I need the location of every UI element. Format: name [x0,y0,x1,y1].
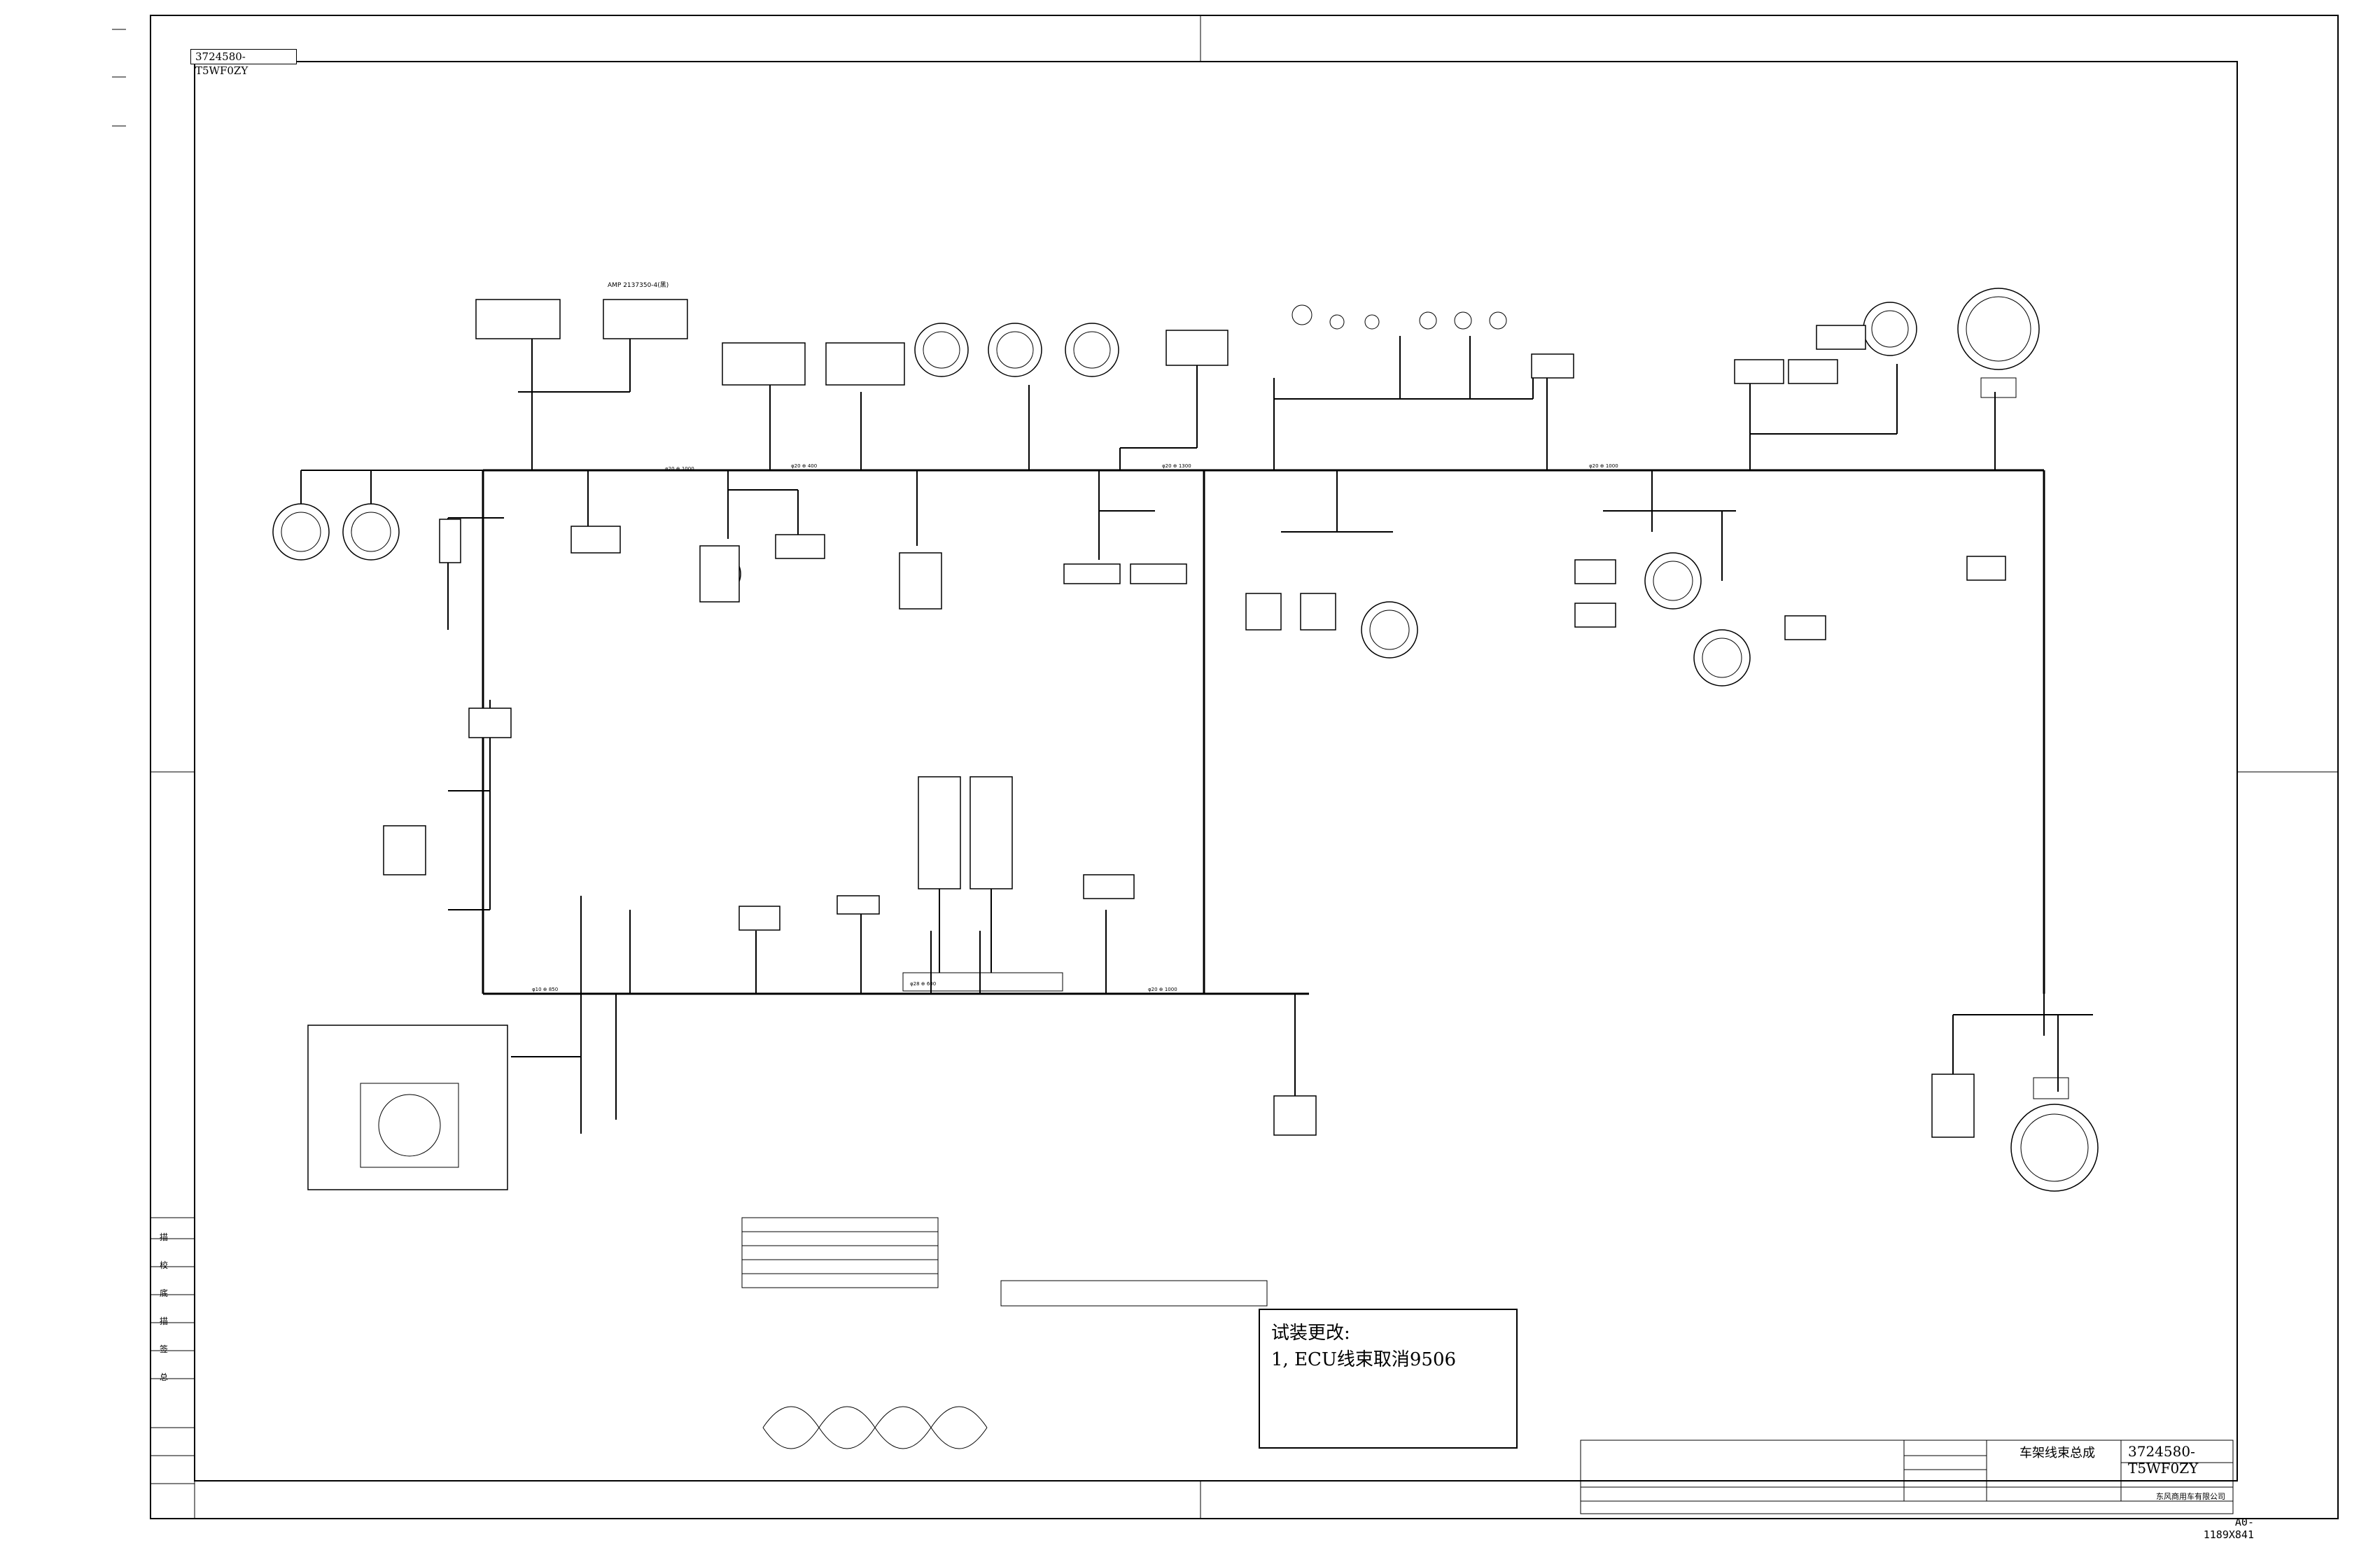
connector-box-9 [1816,325,1866,350]
connector-box-21 [468,708,512,738]
svg-text:φ28 ⊕ 600: φ28 ⊕ 600 [910,981,936,987]
connector-box-1 [475,299,561,339]
inner-frame [194,61,2238,1482]
revision-label: 底 [160,1288,169,1298]
connector-box-10 [570,526,621,554]
amp-connector-label: AMP 2137350-4(黑) [608,281,668,289]
title-block-name: 车架线束总成 [2019,1446,2095,1461]
connector-box-22 [383,825,426,875]
note-heading: 试装更改: [1271,1323,1350,1344]
rect-connectors [383,299,2006,1138]
round-connector-4 [988,323,1042,377]
connector-box-26 [1273,1095,1317,1136]
revision-labels: 描 校 底 描 签 总 [160,1223,188,1391]
ecu-connectors [902,776,1063,992]
connector-box-15 [1245,593,1282,631]
connector-box-4 [825,342,905,386]
title-block-company: 东风商用车有限公司 [2156,1492,2225,1501]
connector-box-29 [699,545,740,603]
svg-text:φ20 ⊕ 1000: φ20 ⊕ 1000 [1589,463,1618,469]
outer-frame [150,15,2339,1519]
top-branches [518,329,1996,470]
corner-marks [112,15,231,127]
connector-box-6 [1531,353,1574,379]
notes-area [741,1217,1268,1449]
revision-label: 描 [160,1232,169,1242]
round-connector-10 [1957,288,2040,398]
connector-box-7 [1734,359,1784,384]
note-item: 1, ECU线束取消9506 [1271,1349,1457,1370]
revision-label: 描 [160,1316,169,1326]
connector-box-17 [1574,559,1616,584]
revision-label: 签 [160,1344,169,1354]
connector-box-25 [1083,874,1135,899]
connector-box-28 [439,519,461,563]
round-connector-5 [1065,323,1119,377]
ecu-connector-2 [969,776,1013,889]
connector-box-23 [738,906,780,931]
connector-box-11 [775,534,825,559]
connector-box-3 [722,342,806,386]
lower-branches [300,470,1736,910]
connector-box-8 [1788,359,1838,384]
connector-box-20 [1966,556,2006,581]
connector-box-13 [1063,563,1121,584]
connector-box-5 [1166,330,1228,366]
fuse-box [307,1025,508,1190]
svg-text:φ20 ⊕ 1300: φ20 ⊕ 1300 [1162,463,1191,469]
connector-box-12 [899,552,942,610]
round-connector-9 [1863,302,1917,356]
revision-label: 校 [160,1260,169,1270]
bottom-branches [511,896,2093,1134]
title-block-sheet-size: A0-1189X841 [2203,1516,2254,1541]
ring-terminals [1292,304,1507,330]
revision-label: 总 [160,1372,169,1382]
connector-box-27 [1931,1074,1975,1138]
svg-text:φ10 ⊕ 850: φ10 ⊕ 850 [532,987,558,992]
labels: AMP 2137350-4(黑) φ20 ⊕ 1000 φ20 ⊕ 400 φ2… [532,281,1618,992]
connector-box-18 [1574,603,1616,628]
round-connector-3 [914,323,969,377]
connector-box-19 [1784,615,1826,640]
trial-change-note: 试装更改: 1, ECU线束取消9506 [1259,1309,1518,1449]
title-block-number: 3724580-T5WF0ZY [2128,1443,2199,1477]
svg-text:φ20 ⊕ 400: φ20 ⊕ 400 [791,463,817,469]
round-connector-2 [342,503,400,561]
connector-box-16 [1300,593,1336,631]
ecu-connector-1 [918,776,961,889]
round-connector-7 [1644,552,1702,610]
svg-text:φ20 ⊕ 1000: φ20 ⊕ 1000 [1148,987,1177,992]
round-connectors [272,288,2099,1192]
connector-box-24 [836,895,880,915]
connector-box-2 [603,299,688,339]
round-connector-11 [2010,1077,2099,1192]
revision-column [150,1217,195,1519]
round-connector-1 [272,503,330,561]
round-connector-8 [1693,629,1751,687]
connector-box-14 [1130,563,1187,584]
round-connector-6 [1361,601,1418,659]
svg-text:φ20 ⊕ 1000: φ20 ⊕ 1000 [665,466,694,472]
title-block-grid [1580,1440,2234,1514]
drawing-number-tag: 3724580-T5WF0ZY [190,49,297,77]
